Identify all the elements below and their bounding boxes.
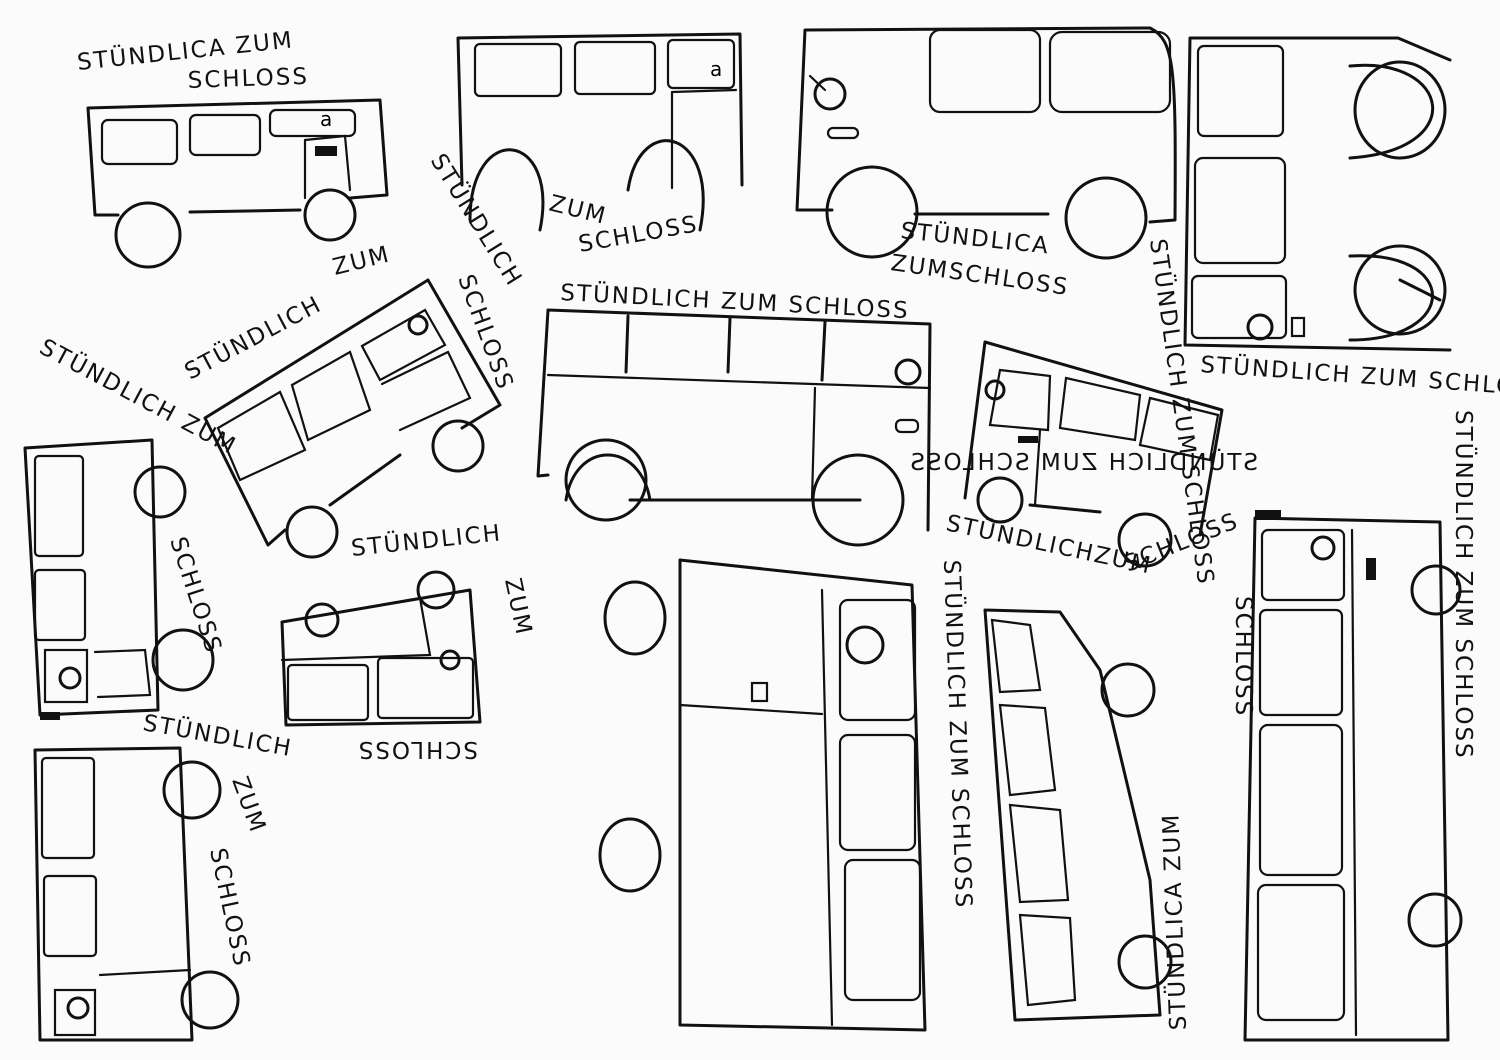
bus-drawing (983, 608, 1173, 1022)
caption-label: ZUM (226, 773, 270, 837)
bus-drawing (280, 570, 482, 727)
caption-label: SCHLOSS (1121, 508, 1243, 578)
caption-label: SCHLOSS (164, 534, 226, 657)
caption-label: STÜNDLICH ZUM SCHLOSS (1200, 350, 1500, 402)
bus-drawing (963, 340, 1224, 568)
caption-label: SCHLOSS (204, 846, 255, 970)
caption-label: ZUM (547, 191, 610, 230)
caption-label: STÜNDLICH ZUM SCHLOSS (1450, 410, 1478, 760)
bus-drawing (536, 308, 932, 547)
caption-label: STÜNDLICHZUM (944, 508, 1155, 579)
caption-label: SCHLOSS (452, 271, 518, 394)
bus-drawing (23, 438, 215, 720)
bus-drawing (1183, 36, 1452, 352)
caption-label: STÜNDLICH (425, 148, 529, 291)
bus-drawing (203, 278, 502, 559)
caption-label: STÜNDLICH ZUM SCHLOSS (908, 448, 1258, 476)
caption-label: SCHLOSS (357, 736, 478, 762)
caption-label: STÜNDLICA (899, 216, 1051, 260)
bus-drawing: a (86, 98, 389, 269)
svg-text:a: a (710, 57, 722, 81)
bus-drawing (598, 558, 927, 1032)
caption-labels: STÜNDLICA ZUM SCHLOSS STÜNDLICH ZUM SCHL… (35, 25, 1500, 1030)
bus-drawing (33, 746, 240, 1042)
caption-label: STÜNDLICA ZUM (1156, 812, 1192, 1030)
caption-label: STÜNDLICH (350, 518, 503, 562)
bus-drawing (795, 26, 1177, 260)
bus-drawing: a (456, 32, 744, 232)
caption-label: ZUM (330, 241, 393, 280)
caption-label: ZUM (499, 576, 537, 639)
bus-drawing (1243, 510, 1463, 1042)
caption-label: STÜNDLICH (180, 290, 327, 386)
caption-label: STÜNDLICH ZUM SCHLOSS (938, 559, 978, 909)
caption-label: SCHLOSS (187, 64, 309, 94)
svg-text:a: a (320, 107, 332, 131)
caption-label: STÜNDLICH (141, 708, 295, 762)
